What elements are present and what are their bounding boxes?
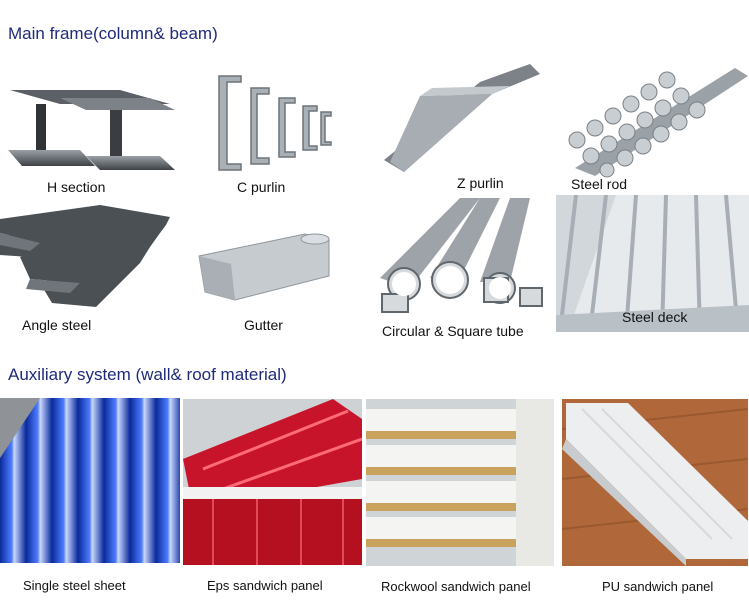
auxiliary-heading: Auxiliary system (wall& roof material) <box>8 365 287 384</box>
steel-deck-label: Steel deck <box>622 309 688 325</box>
steel-rod-label: Steel rod <box>571 176 628 192</box>
h-section-image <box>0 80 180 178</box>
gutter-label: Gutter <box>244 317 283 333</box>
single-steel-sheet-label: Single steel sheet <box>23 578 126 593</box>
single-steel-sheet-image <box>0 398 180 563</box>
z-purlin-label: Z purlin <box>457 175 504 191</box>
steel-deck-image <box>556 195 749 332</box>
eps-panel-image <box>183 399 362 565</box>
tube-image <box>370 198 553 316</box>
angle-steel-image <box>0 203 170 311</box>
angle-steel-label: Angle steel <box>22 317 92 333</box>
z-purlin-image <box>380 62 540 174</box>
eps-panel-label: Eps sandwich panel <box>207 578 323 593</box>
pu-panel-label: PU sandwich panel <box>602 579 714 594</box>
main-frame-heading: Main frame(column& beam) <box>8 24 218 43</box>
pu-panel-image <box>562 399 748 566</box>
rockwool-panel-image <box>366 399 554 566</box>
steel-rod-image <box>555 58 748 178</box>
c-purlin-label: C purlin <box>237 179 286 195</box>
tube-label: Circular & Square tube <box>382 323 524 339</box>
gutter-image <box>195 230 330 305</box>
rockwool-panel-label: Rockwool sandwich panel <box>381 579 531 594</box>
h-section-label: H section <box>47 179 106 195</box>
c-purlin-image <box>205 72 335 174</box>
